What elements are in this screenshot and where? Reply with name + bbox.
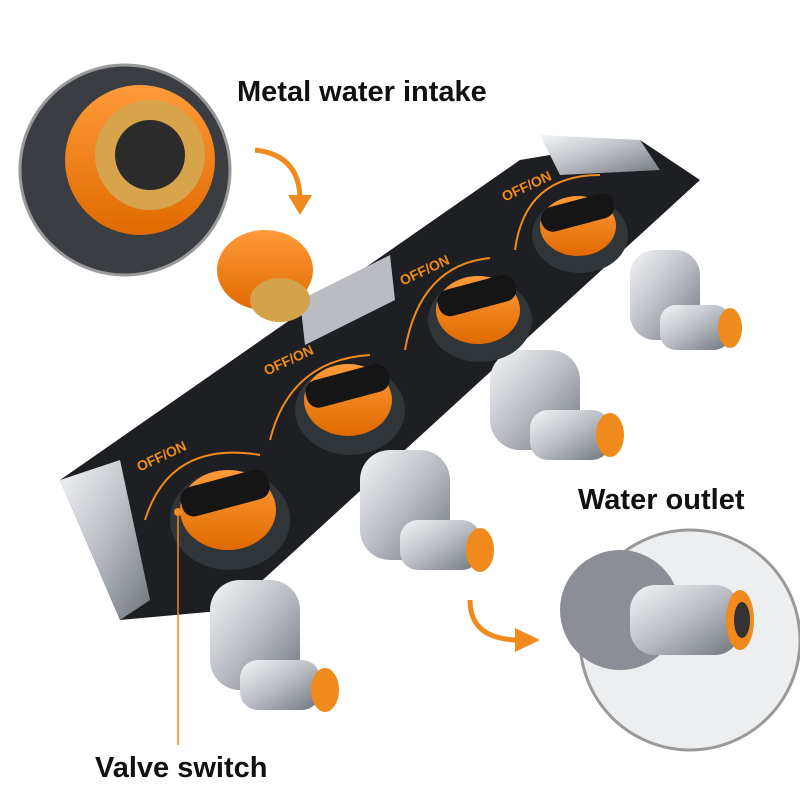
valve-knob-3 [428,274,532,362]
outlets [210,250,742,712]
intake-connector [217,230,313,322]
valve-knob-4 [532,193,628,273]
outlet-3 [490,350,624,460]
valve-knobs [170,193,628,570]
outlet-1 [210,580,339,712]
arrow-intake-icon [288,195,312,215]
valve-label: Valve switch [95,752,268,784]
callout-arrows [174,147,540,745]
valve-knob-2 [295,364,405,455]
arrow-outlet-icon [515,628,540,652]
outlet-detail-circle [560,528,800,752]
outlet-2 [360,450,494,572]
valve-knob-1 [170,469,290,570]
outlet-label: Water outlet [578,484,745,516]
intake-label: Metal water intake [237,76,487,108]
intake-detail-circle [18,63,232,277]
rotation-arrows [144,174,601,521]
outlet-4 [630,250,742,350]
